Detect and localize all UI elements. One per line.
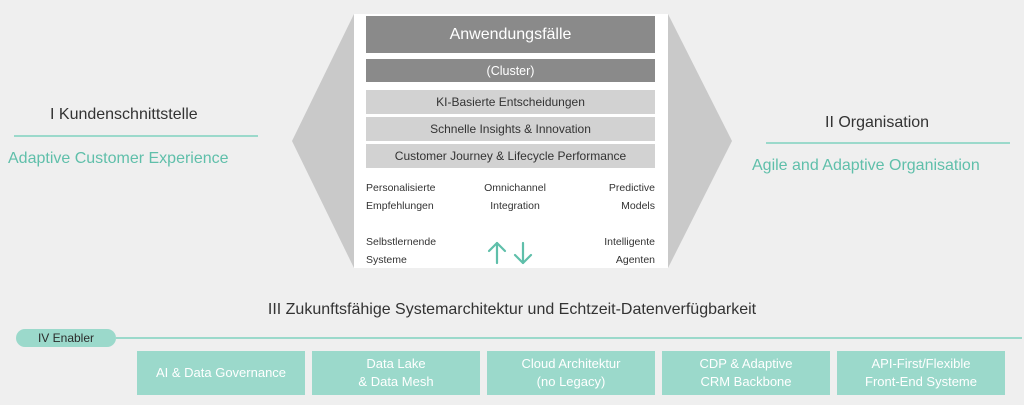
right-subtitle: Agile and Adaptive Organisation [752, 157, 980, 174]
left-divider [14, 135, 258, 137]
right-divider [766, 142, 1010, 144]
enabler-cloud: Cloud Architektur (no Legacy) [487, 351, 655, 395]
enabler-cdp: CDP & Adaptive CRM Backbone [662, 351, 830, 395]
bar-insights-innovation: Schnelle Insights & Innovation [366, 117, 655, 141]
up-down-arrows-icon [487, 241, 533, 265]
enabler-tag: IV Enabler [16, 329, 116, 347]
enabler-line [116, 337, 1022, 339]
left-chevron-shape [292, 14, 354, 268]
left-subtitle: Adaptive Customer Experience [8, 150, 229, 167]
right-chevron-shape [668, 14, 732, 268]
feature-omnichannel: Omnichannel Integration [484, 182, 546, 212]
enabler-api-first: API-First/Flexible Front-End Systeme [837, 351, 1005, 395]
cluster-label: (Cluster) [366, 59, 655, 82]
left-title: I Kundenschnittstelle [50, 106, 198, 123]
right-title: II Organisation [825, 114, 930, 131]
feature-predictive: Predictive Models [608, 182, 655, 212]
use-cases-panel [354, 14, 668, 268]
architecture-title: III Zukunftsfähige Systemarchitektur und… [267, 301, 757, 318]
feature-personalisierte: Personalisierte Empfehlungen [366, 182, 436, 212]
enabler-ai-governance: AI & Data Governance [137, 351, 305, 395]
use-cases-title: Anwendungsfälle [366, 16, 655, 53]
enabler-data-lake: Data Lake & Data Mesh [312, 351, 480, 395]
feature-selbstlernende: Selbstlernende Systeme [366, 236, 437, 266]
bar-ki-entscheidungen: KI-Basierte Entscheidungen [366, 90, 655, 114]
feature-agenten: Intelligente Agenten [604, 236, 655, 266]
bar-customer-journey: Customer Journey & Lifecycle Performance [366, 144, 655, 168]
